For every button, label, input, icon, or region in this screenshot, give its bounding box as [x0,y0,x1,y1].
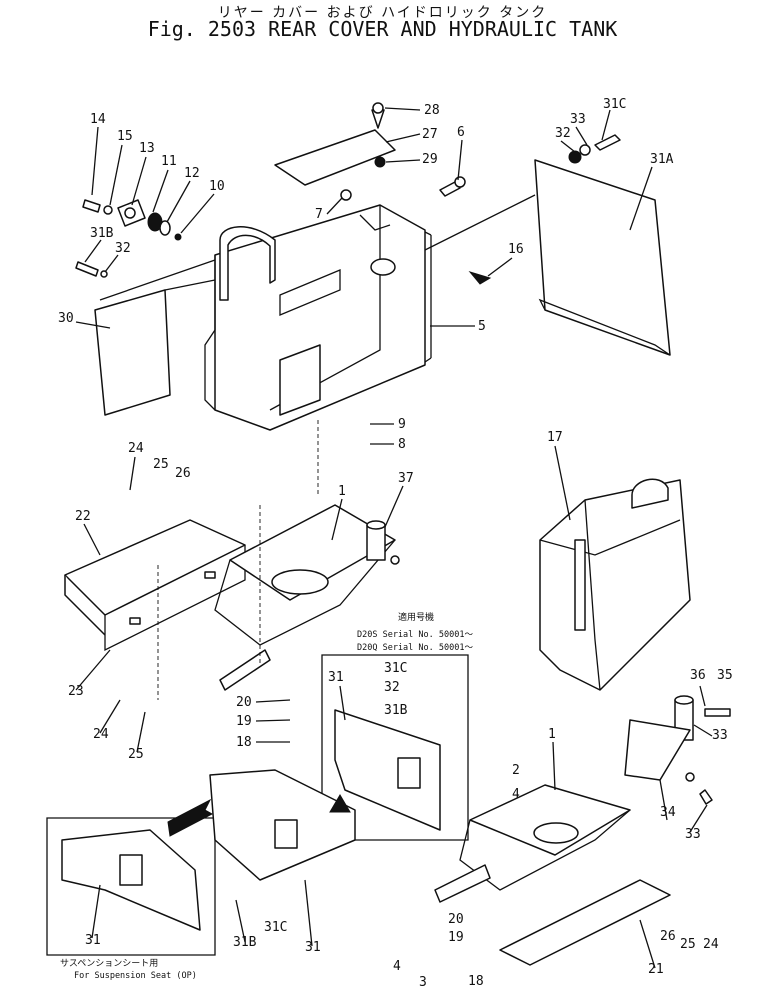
callout: 28 [424,103,440,118]
callout: 31 [85,933,101,948]
callout: 27 [422,127,438,142]
figure-title: Fig. 2503 REAR COVER AND HYDRAULIC TANK [147,17,618,41]
callout: 33 [712,728,728,743]
callout: 31 [305,940,321,955]
callout: 31B [233,935,257,950]
callout: 31C [264,920,287,935]
callout: 26 [660,929,676,944]
serial-note-line2: D20Q Serial No. 50001～ [357,643,473,653]
callout: 7 [315,207,323,222]
serial-note-title: 適用号機 [398,611,434,623]
serial-note-line1: D20S Serial No. 50001～ [357,630,473,640]
callout: 23 [68,684,84,699]
callout: 1 [548,727,556,742]
callout: 33 [685,827,701,842]
callout: 8 [398,437,406,452]
callout: 14 [90,112,106,127]
callout: 17 [547,430,563,445]
callout: 32 [115,241,131,256]
callout: 4 [512,787,520,802]
callout: 31C [603,97,626,112]
tank-bracket-36 [624,695,731,805]
callout: 12 [184,166,200,181]
callout: 33 [570,112,586,127]
callout: 16 [508,242,524,257]
callout: 10 [209,179,225,194]
callout: 25 [128,747,144,762]
callout: 34 [660,805,676,820]
callout: 4 [393,959,401,974]
top-plate-27 [274,129,396,186]
callout: 21 [648,962,664,977]
callout: 18 [236,735,252,750]
side-cover-30 [94,289,171,416]
suspension-seat-box [46,817,216,956]
callout: 13 [139,141,155,156]
callout: 32 [384,680,400,695]
callout: 1 [338,484,346,499]
callout: 25 [153,457,169,472]
arrow-icon [329,794,351,813]
callout: 24 [703,937,719,952]
callout: 24 [93,727,109,742]
callout: 20 [448,912,464,927]
callout: 26 [175,466,191,481]
callout: 6 [457,125,465,140]
suspension-note-en: For Suspension Seat (OP) [74,971,197,981]
callout: 31A [650,152,674,167]
callout: 24 [128,441,144,456]
mount-bracket-upper [214,504,400,691]
callout: 25 [680,937,696,952]
callout: 19 [448,930,464,945]
leader-lines [75,107,713,969]
callout-labels: 14 15 13 11 12 10 28 27 29 6 7 31B 32 30… [58,97,733,987]
hardware-left [75,199,182,278]
rear-cover-housing [204,204,432,431]
callout: 29 [422,152,438,167]
callout: 15 [117,129,133,144]
suspension-note-jp: サスペンションシート用 [60,958,158,969]
mount-bracket-lower [434,784,631,903]
callout: 5 [478,319,486,334]
callout: 3 [419,975,427,987]
callout: 9 [398,417,406,432]
callout: 37 [398,471,414,486]
step-plate-21 [499,879,671,966]
callout: 35 [717,668,733,683]
callout: 18 [468,974,484,987]
callout: 36 [690,668,706,683]
callout: 2 [512,763,520,778]
callout: 11 [161,154,177,169]
callout: 31B [384,703,408,718]
callout: 31 [328,670,344,685]
double-arrow-icon [167,798,214,837]
callout: 20 [236,695,252,710]
callout: 31B [90,226,114,241]
callout: 31C [384,661,407,676]
inset-box [321,654,469,841]
hydraulic-tank [539,478,691,691]
callout: 22 [75,509,91,524]
callout: 32 [555,126,571,141]
callout: 30 [58,311,74,326]
title-japanese: リヤー カバー および ハイドロリック タンク [217,5,548,21]
hardware-upper [340,102,621,285]
callout: 19 [236,714,252,729]
side-cover-32 [534,159,671,356]
